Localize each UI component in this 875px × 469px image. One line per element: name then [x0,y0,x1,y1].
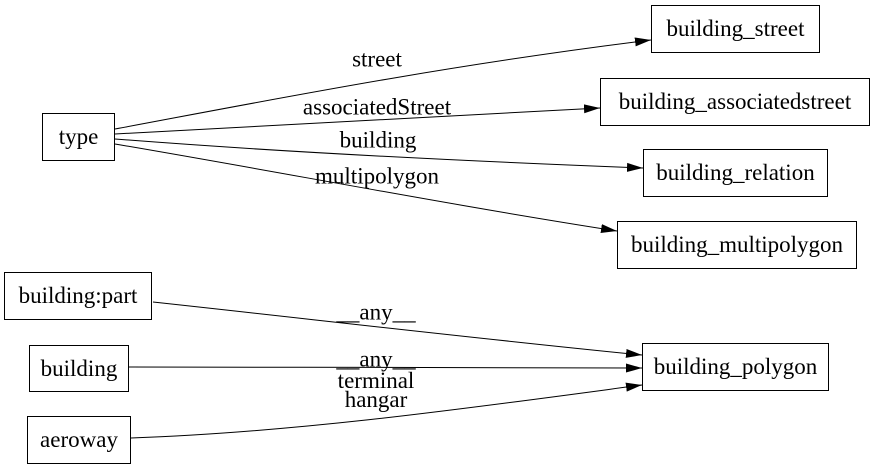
edge-label-type-to-building_multipolygon: multipolygon [315,163,439,189]
node-building_multipolygon: building_multipolygon [617,221,857,269]
edge-label-building_part-to-building_polygon: __any__ [336,299,416,325]
node-building_associatedstreet: building_associatedstreet [600,78,870,126]
edge-building_part-to-building_polygon [152,301,643,358]
node-building_part: building:part [4,272,152,320]
edge-label-type-to-building_relation: building [339,127,417,153]
edge-label-line: street [352,46,402,72]
edge-label-line: __any__ [336,346,416,372]
edge-type-to-building_relation [114,138,644,172]
edge-label-type-to-building_associatedstreet: associatedStreet [302,94,452,120]
edge-building-to-building_polygon [128,363,643,373]
node-building_polygon: building_polygon [642,343,829,391]
edge-type-to-building_street [114,37,652,130]
edge-aeroway-to-building_polygon [130,382,643,439]
node-building: building [29,345,129,392]
node-type: type [42,113,115,161]
edge-label-line: __any__ [336,299,416,325]
edge-label-line: terminal [337,368,415,393]
node-building_relation: building_relation [643,149,828,197]
node-aeroway: aeroway [27,416,131,464]
edge-label-type-to-building_street: street [352,46,402,72]
edge-label-line: multipolygon [315,163,439,189]
edge-type-to-building_multipolygon [114,143,618,233]
edge-type-to-building_associatedstreet [114,104,601,135]
edge-label-building-to-building_polygon: __any__ [336,346,416,372]
edge-label-line: building [339,127,417,153]
edge-label-line: associatedStreet [302,94,452,120]
edge-label-line: hangar [344,387,408,412]
node-building_street: building_street [651,5,820,53]
